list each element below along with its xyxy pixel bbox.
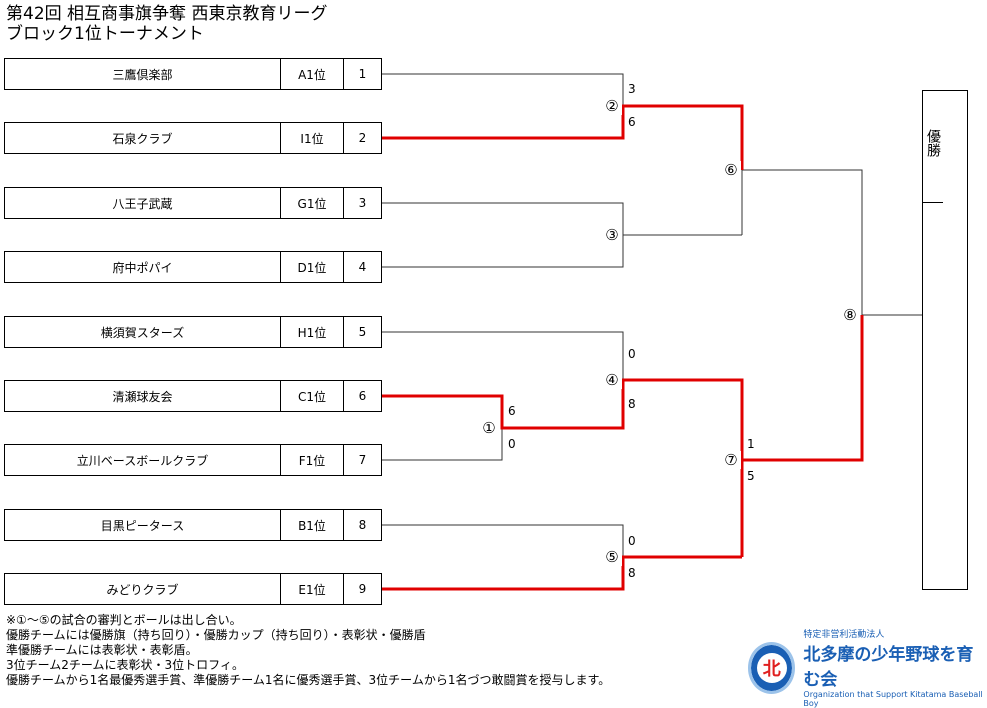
score: 0: [628, 347, 636, 361]
match-6-label: ⑥: [721, 161, 741, 179]
team-name: 立川ベースボールクラブ: [5, 445, 281, 475]
line-team3: [382, 202, 624, 268]
match-8-label: ⑧: [840, 306, 860, 324]
match-3-label: ③: [602, 226, 622, 244]
team-seed: 2: [358, 131, 367, 145]
team-seed: 3: [358, 196, 367, 210]
team-name: 横須賀スターズ: [5, 317, 281, 347]
line-team7: [382, 428, 503, 461]
win-line-team6: [382, 378, 744, 557]
win-line-team9: [382, 555, 742, 591]
team-name: 三鷹倶楽部: [5, 59, 281, 89]
team-seed: 1: [358, 67, 367, 81]
champion-label: 優勝: [923, 91, 943, 203]
champion-box: 優勝: [922, 90, 968, 590]
team-name: 清瀬球友会: [5, 381, 281, 411]
match-5-label: ⑤: [602, 548, 622, 566]
team-block-rank: E1位: [281, 574, 344, 604]
score: 0: [508, 437, 516, 451]
team-block-rank: F1位: [281, 445, 344, 475]
team-block-rank: H1位: [281, 317, 344, 347]
win-line-team2: [382, 104, 744, 170]
match-2-label: ②: [602, 97, 622, 115]
score: 5: [747, 469, 755, 483]
team-name: 八王子武蔵: [5, 188, 281, 218]
score: 6: [628, 115, 636, 129]
team-name: 石泉クラブ: [5, 123, 281, 153]
team-seed: 7: [358, 453, 367, 467]
organization-logo: 北 特定非営利活動法人 北多摩の少年野球を育む会 Organization th…: [748, 627, 987, 708]
note: ※①～⑤の試合の審判とボールは出し合い。: [6, 613, 242, 627]
logo-small-text: 特定非営利活動法人: [803, 630, 885, 640]
team-name: 府中ポパイ: [5, 252, 281, 282]
team-seed: 9: [358, 582, 367, 596]
team-name: 目黒ピータース: [5, 510, 281, 540]
team-block-rank: G1位: [281, 188, 344, 218]
notes: ※①～⑤の試合の審判とボールは出し合い。 優勝チームには優勝旗（持ち回り）・優勝…: [6, 613, 610, 688]
win-line-m7: [742, 315, 864, 462]
note: 優勝チームには優勝旗（持ち回り）・優勝カップ（持ち回り）・表彰状・優勝盾: [6, 628, 426, 642]
page-title: 第42回 相互商事旗争奪 西東京教育リーグ: [6, 4, 328, 24]
match-7-label: ⑦: [721, 451, 741, 469]
logo-main-text: 北多摩の少年野球を育む会: [803, 645, 974, 690]
team-block-rank: I1位: [281, 123, 344, 153]
note: 準優勝チームには表彰状・表彰盾。: [6, 643, 198, 657]
note: 3位チーム2チームに表彰状・3位トロフィ。: [6, 658, 244, 672]
score: 3: [628, 82, 636, 96]
line-team8: [382, 524, 624, 557]
match-1-label: ①: [479, 419, 499, 437]
score: 8: [628, 397, 636, 411]
logo-english-text: Organization that Support Kitatama Baseb…: [803, 690, 983, 708]
score: 0: [628, 534, 636, 548]
team-block-rank: C1位: [281, 381, 344, 411]
team-name: みどりクラブ: [5, 574, 281, 604]
logo-seal-icon: 北: [748, 641, 796, 694]
team-block-rank: A1位: [281, 59, 344, 89]
team-seed: 4: [358, 260, 367, 274]
score: 8: [628, 566, 636, 580]
note: 優勝チームから1名最優秀選手賞、準優勝チーム1名に優秀選手賞、3位チームから1名…: [6, 673, 611, 687]
line-team5: [382, 331, 624, 380]
score: 6: [508, 404, 516, 418]
match-4-label: ④: [602, 371, 622, 389]
team-seed: 8: [358, 518, 367, 532]
score: 1: [747, 437, 755, 451]
team-seed: 6: [358, 389, 367, 403]
page-subtitle: ブロック1位トーナメント: [6, 24, 204, 44]
team-block-rank: D1位: [281, 252, 344, 282]
team-seed: 5: [358, 325, 367, 339]
line-team1: [382, 73, 624, 106]
team-block-rank: B1位: [281, 510, 344, 540]
line-m6-out: [742, 169, 863, 315]
